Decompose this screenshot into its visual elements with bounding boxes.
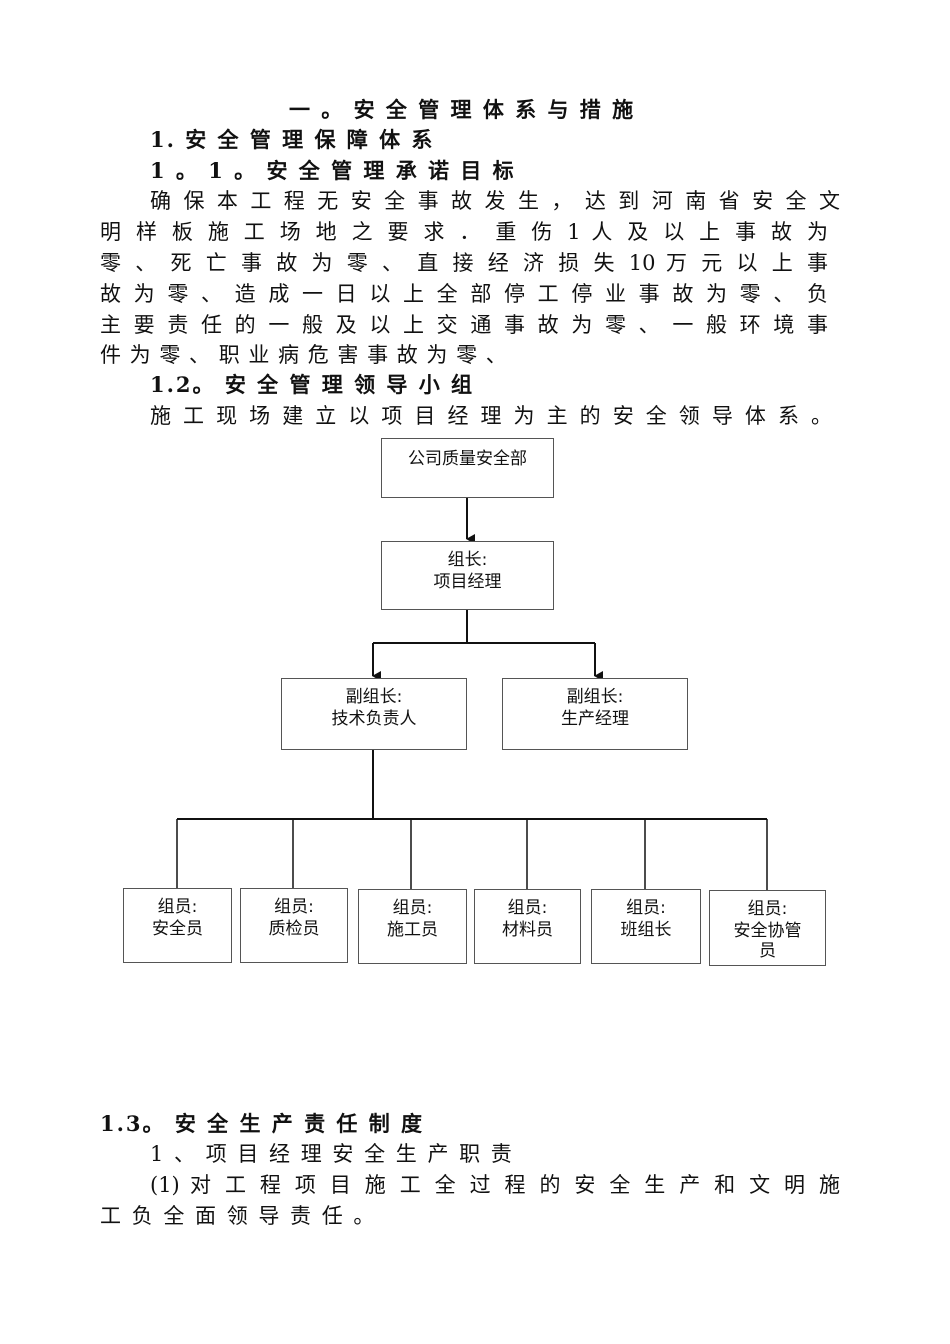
org-box-title: 班组长 [620,920,672,940]
para-3-line-1: (1) 对 工 程 项 目 施 工 全 过 程 的 安 全 生 产 和 文 明 … [150,1173,840,1197]
org-box-role: 组员: [626,898,666,918]
para-1-line-4: 故 为 零 、 造 成 一 日 以 上 全 部 停 工 停 业 事 故 为 零 … [100,282,828,306]
org-box-member-materials: 组员: 材料员 [474,889,581,964]
org-box-role: 组员: [274,897,314,917]
org-box-role: 组长: [447,550,488,570]
para-1-line-5: 主 要 责 任 的 一 般 及 以 上 交 通 事 故 为 零 、 一 般 环 … [100,313,828,337]
org-box-title: 技术负责人 [331,709,417,729]
org-box-role: 组员: [157,897,198,917]
org-box-title: 项目经理 [433,572,502,592]
section-1-1-title: 1 。 1 。 安 全 管 理 承 诺 目 标 [150,158,516,183]
org-box-member-team-leader: 组员: 班组长 [591,889,701,964]
org-box-title: 生产经理 [561,709,629,729]
org-box-member-safety-assistant: 组员: 安全协管 员 [709,890,826,966]
org-box-title: 安全协管 [733,921,802,941]
org-box-role: 组员: [392,898,433,918]
para-1-line-3: 零 、 死 亡 事 故 为 零 、 直 接 经 济 损 失 10 万 元 以 上… [100,251,828,275]
para-2: 施 工 现 场 建 立 以 项 目 经 理 为 主 的 安 全 领 导 体 系 … [150,404,832,428]
org-box-member-safety: 组员: 安全员 [123,888,232,963]
org-box-member-quality: 组员: 质检员 [240,888,348,963]
org-box-label: 公司质量安全部 [408,449,527,469]
org-box-role: 副组长: [345,687,403,707]
org-box-leader: 组长: 项目经理 [381,541,554,610]
section-1-2-title: 1.2。 安 全 管 理 领 导 小 组 [150,372,475,397]
para-1-line-2: 明 样 板 施 工 场 地 之 要 求 ． 重 伤 1 人 及 以 上 事 故 … [100,220,828,244]
org-box-deputy-production: 副组长: 生产经理 [502,678,688,750]
page-heading: 一 。 安 全 管 理 体 系 与 措 施 [289,97,636,122]
item-1-title: 1 、 项 目 经 理 安 全 生 产 职 责 [150,1142,514,1166]
para-3-line-2: 工 负 全 面 领 导 责 任 。 [100,1204,377,1228]
org-box-title: 质检员 [268,919,320,939]
para-1-line-1: 确 保 本 工 程 无 安 全 事 故 发 生 ， 达 到 河 南 省 安 全 … [150,189,840,213]
section-1-title: 1. 安 全 管 理 保 障 体 系 [150,127,435,152]
org-box-role: 组员: [507,898,548,918]
org-box-title: 安全员 [152,919,203,939]
section-1-3-title: 1.3。 安 全 生 产 责 任 制 度 [100,1111,425,1136]
org-box-deputy-technical: 副组长: 技术负责人 [281,678,467,750]
para-1-line-6: 件 为 零 、 职 业 病 危 害 事 故 为 零 、 [100,343,508,367]
org-box-member-construction: 组员: 施工员 [358,889,467,964]
org-box-title: 材料员 [502,920,553,940]
org-box-title-cont: 员 [759,941,776,961]
org-box-role: 组员: [747,899,788,919]
org-box-company-safety-dept: 公司质量安全部 [381,438,554,498]
org-box-role: 副组长: [566,687,624,707]
org-box-title: 施工员 [387,920,438,940]
